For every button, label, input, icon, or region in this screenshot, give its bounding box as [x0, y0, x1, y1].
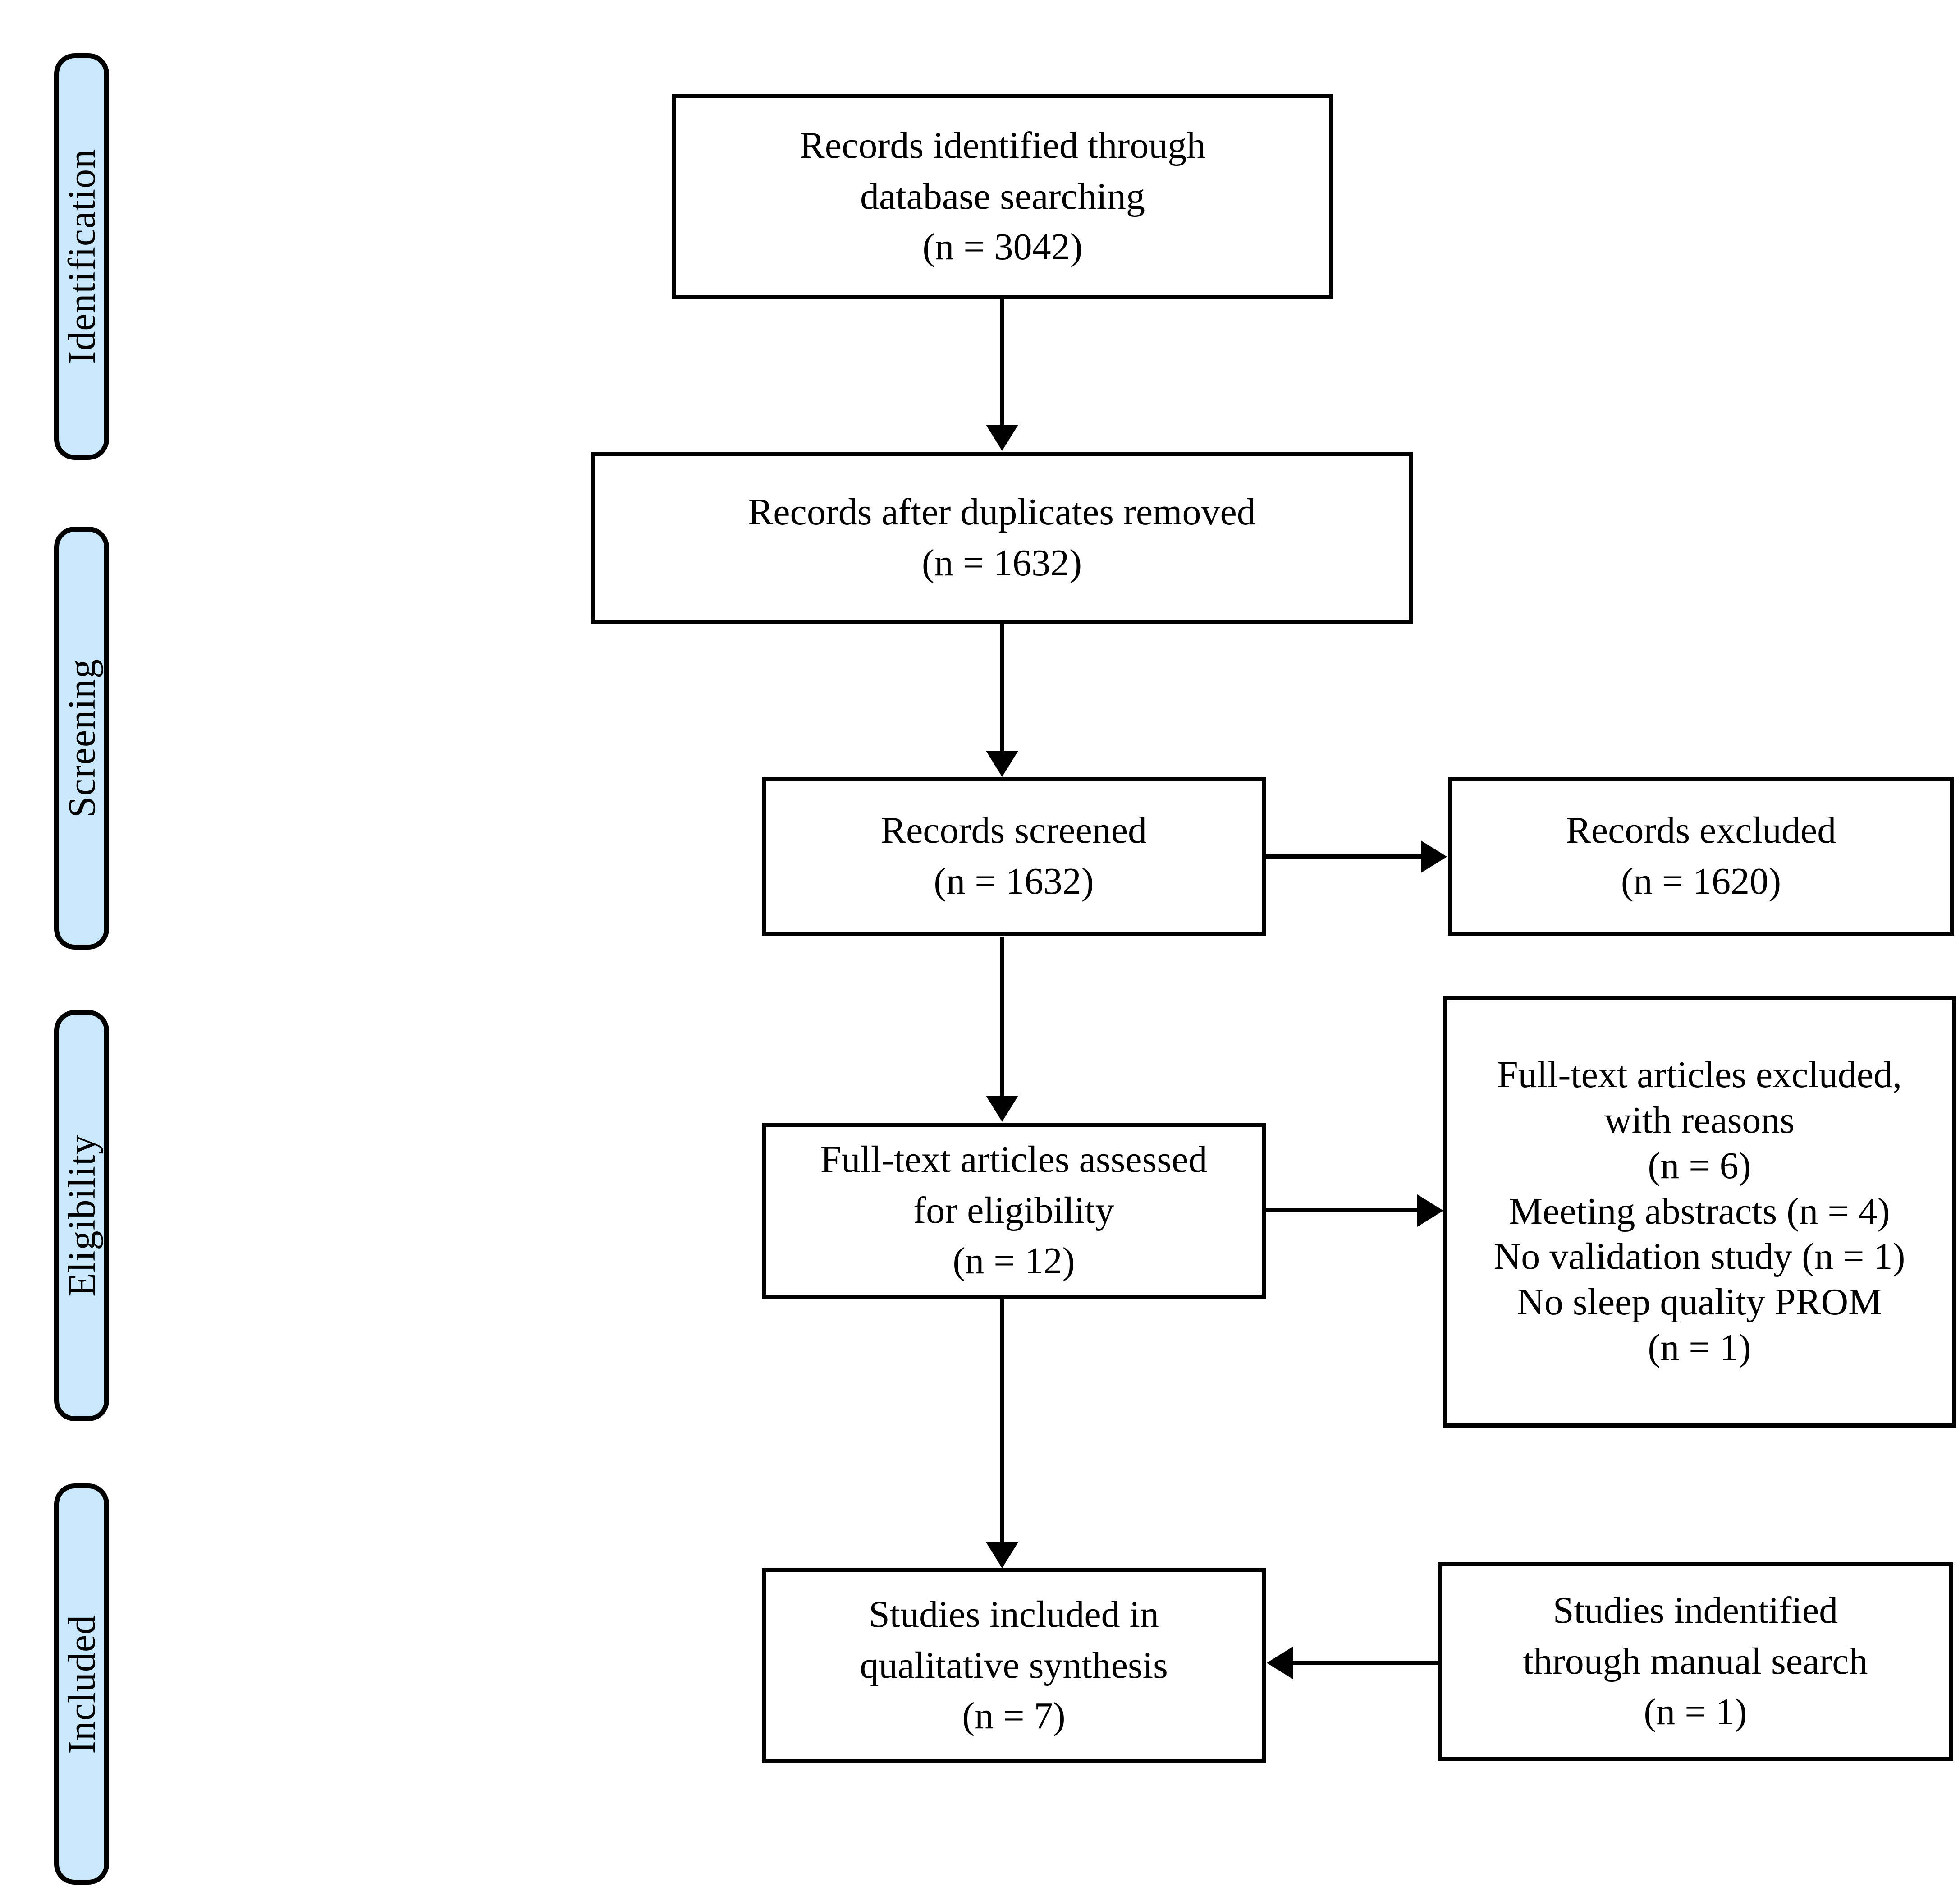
stage-label-identification: Identification: [60, 149, 103, 364]
box-fulltext-excluded-reason-2: No validation study (n = 1): [1493, 1235, 1905, 1278]
arrowhead-identified-to-duplicates: [986, 425, 1018, 451]
box-fulltext-excluded-line-3: (n = 6): [1648, 1144, 1751, 1187]
arrowhead-screened-to-fulltext: [986, 1096, 1018, 1122]
stage-label-included: Included: [60, 1614, 103, 1754]
box-records-identified-line-3: (n = 3042): [922, 226, 1083, 268]
box-studies-included-line-2: qualitative synthesis: [860, 1644, 1168, 1686]
connector-manual-to-included: [1293, 1661, 1438, 1665]
box-studies-included: Studies included in qualitative synthesi…: [762, 1568, 1266, 1763]
box-records-identified-line-1: Records identified through: [799, 124, 1206, 167]
connector-identified-to-duplicates: [1000, 299, 1004, 426]
stage-pill-screening: Screening: [54, 527, 109, 950]
stage-label-screening: Screening: [60, 658, 103, 818]
arrowhead-duplicates-to-screened: [986, 751, 1018, 777]
connector-fulltext-to-excluded: [1266, 1208, 1419, 1212]
stage-pill-identification: Identification: [54, 53, 109, 460]
arrowhead-fulltext-to-excluded: [1417, 1194, 1443, 1227]
arrowhead-fulltext-to-included: [986, 1542, 1018, 1568]
stage-pill-included: Included: [54, 1483, 109, 1885]
connector-fulltext-to-included: [1000, 1299, 1004, 1543]
connector-screened-to-excluded: [1266, 854, 1423, 859]
box-records-screened-line-1: Records screened: [880, 809, 1147, 852]
box-records-identified: Records identified through database sear…: [672, 94, 1333, 299]
box-records-after-duplicates: Records after duplicates removed (n = 16…: [591, 452, 1413, 624]
box-fulltext-excluded-reason-1: Meeting abstracts (n = 4): [1509, 1190, 1890, 1232]
box-fulltext-excluded-line-2: with reasons: [1604, 1099, 1795, 1141]
box-records-after-duplicates-line-1: Records after duplicates removed: [748, 491, 1256, 533]
stage-pill-eligibility: Eligibility: [54, 1010, 109, 1421]
box-studies-manual-search-line-2: through manual search: [1523, 1640, 1868, 1682]
box-fulltext-excluded-line-1: Full-text articles excluded,: [1497, 1054, 1902, 1096]
box-fulltext-assessed-line-2: for eligibility: [913, 1189, 1114, 1231]
box-studies-manual-search-line-3: (n = 1): [1644, 1691, 1747, 1733]
box-studies-manual-search-line-1: Studies indentified: [1552, 1589, 1838, 1632]
box-records-identified-line-2: database searching: [860, 175, 1145, 217]
box-fulltext-assessed-line-3: (n = 12): [953, 1240, 1075, 1282]
stage-label-eligibility: Eligibility: [60, 1134, 103, 1297]
box-studies-manual-search: Studies indentified through manual searc…: [1438, 1562, 1953, 1761]
connector-screened-to-fulltext: [1000, 937, 1004, 1097]
box-records-excluded-line-2: (n = 1620): [1621, 860, 1781, 902]
box-fulltext-assessed: Full-text articles assessed for eligibil…: [762, 1123, 1266, 1299]
arrowhead-manual-to-included: [1267, 1647, 1293, 1679]
box-records-after-duplicates-line-2: (n = 1632): [921, 542, 1082, 584]
box-records-screened: Records screened (n = 1632): [762, 777, 1266, 936]
arrowhead-screened-to-excluded: [1421, 840, 1447, 873]
box-records-excluded: Records excluded (n = 1620): [1448, 777, 1954, 936]
box-fulltext-assessed-line-1: Full-text articles assessed: [820, 1139, 1208, 1181]
box-records-screened-line-2: (n = 1632): [934, 860, 1094, 902]
box-fulltext-excluded-reason-3-count: (n = 1): [1648, 1326, 1751, 1368]
box-fulltext-excluded-reason-3: No sleep quality PROM: [1517, 1281, 1882, 1323]
connector-duplicates-to-screened: [1000, 624, 1004, 752]
box-studies-included-line-3: (n = 7): [962, 1695, 1066, 1737]
box-studies-included-line-1: Studies included in: [869, 1593, 1159, 1636]
box-fulltext-excluded: Full-text articles excluded, with reason…: [1443, 996, 1956, 1428]
box-records-excluded-line-1: Records excluded: [1566, 809, 1836, 852]
